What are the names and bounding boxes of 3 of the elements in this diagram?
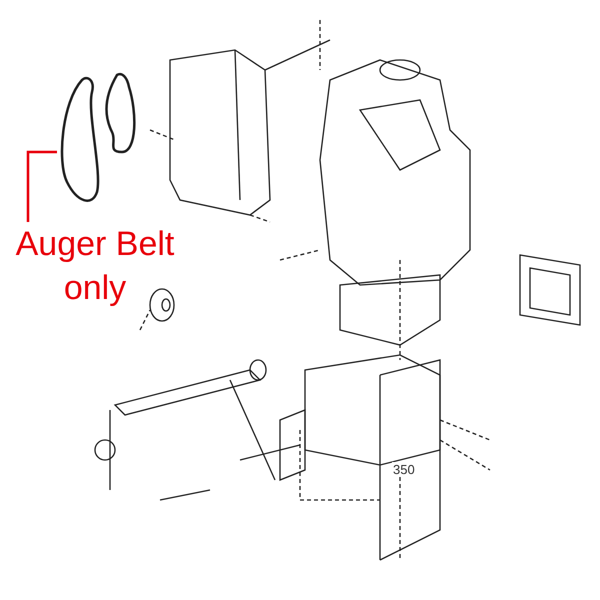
callout-number: 350 <box>392 462 416 477</box>
part-label: Auger Belt only <box>15 222 175 310</box>
leader-line <box>26 150 57 222</box>
